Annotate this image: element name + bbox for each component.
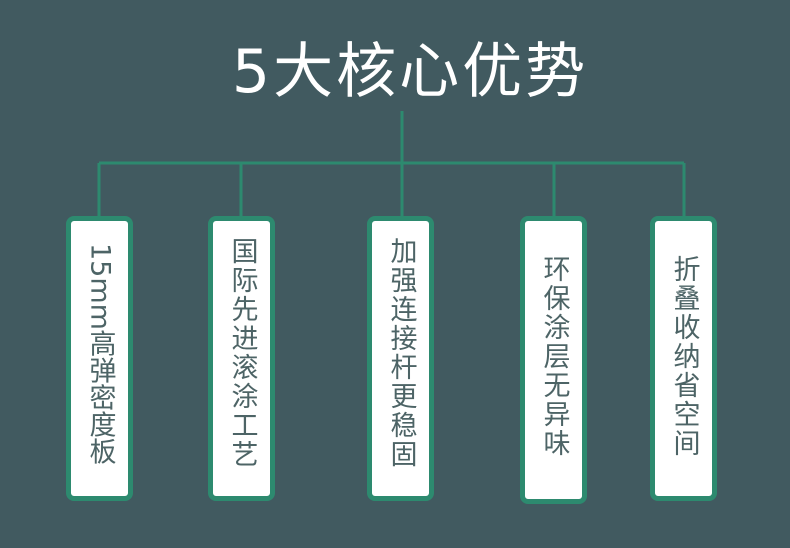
- advantage-box-2: 国际先进滚涂工艺: [208, 216, 275, 501]
- advantage-box-4: 环保涂层无异味: [520, 216, 587, 504]
- advantage-label-1: 15mm高弹密度板: [84, 243, 116, 465]
- advantage-label-3: 加强连接杆更稳固: [385, 237, 417, 469]
- advantage-label-5: 折叠收纳省空间: [668, 255, 700, 458]
- advantage-label-4: 环保涂层无异味: [538, 255, 570, 458]
- advantage-label-2: 国际先进滚涂工艺: [226, 237, 258, 469]
- diagram-title: 5大核心优势: [231, 37, 589, 107]
- advantage-box-5: 折叠收纳省空间: [650, 216, 717, 501]
- advantage-box-1: 15mm高弹密度板: [66, 216, 133, 501]
- advantage-box-3: 加强连接杆更稳固: [367, 216, 434, 501]
